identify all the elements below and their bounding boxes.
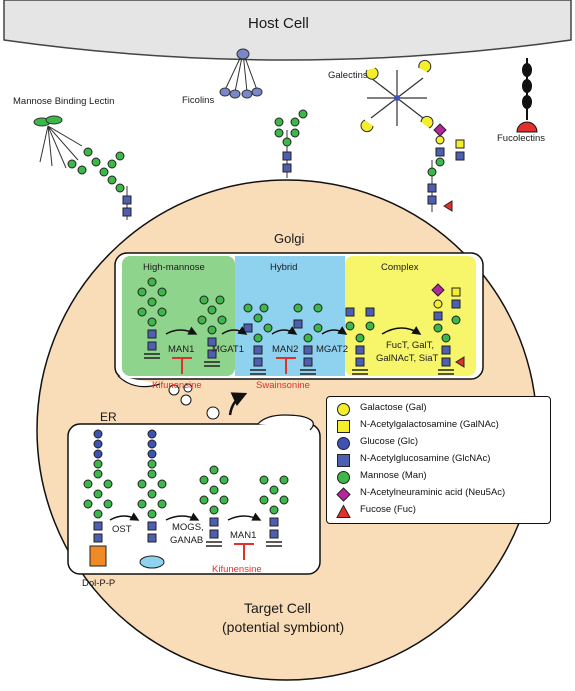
section-complex: Complex [381, 262, 419, 273]
legend-row-glucose: Glucose (Glc) [327, 435, 550, 452]
enzyme-mgat1: MGAT1 [212, 344, 245, 355]
legend-label: N-Acetylgalactosamine (GalNAc) [360, 419, 499, 430]
legend-label: Mannose (Man) [360, 470, 427, 481]
legend-row-glcnac: N-Acetylglucosamine (GlcNAc) [327, 452, 550, 469]
vesicle [168, 384, 180, 396]
er-arrows [109, 512, 262, 521]
ficolins-label: Ficolins [182, 95, 215, 106]
target-cell-line2: (potential symbiont) [222, 619, 345, 635]
hybrid-region [235, 256, 345, 376]
er-title: ER [100, 410, 117, 424]
surface-glycan-mannose [67, 147, 132, 220]
magenta-diamond-icon [336, 487, 351, 502]
legend-row-galactose: Galactose (Gal) [327, 401, 550, 418]
vesicle [183, 383, 193, 393]
lipid-dol-p-p: Dol-P-P [82, 578, 116, 589]
galectins-label: Galectins [328, 70, 368, 81]
fucolectins-label: Fucolectins [497, 133, 546, 144]
mbl-label: Mannose Binding Lectin [13, 96, 115, 107]
golgi-title: Golgi [274, 231, 305, 246]
legend-label: N-Acetylneuraminic acid (Neu5Ac) [360, 487, 506, 498]
golgi-glycans [137, 277, 465, 375]
galectin-icon [360, 59, 434, 133]
enzyme-mgat2: MGAT2 [316, 344, 349, 355]
yellow-circle-icon [337, 403, 350, 416]
golgi-bulge [117, 375, 161, 388]
enzyme-man2: MAN2 [272, 344, 299, 355]
host-cell-membrane [3, 0, 572, 61]
enzyme-mogs: MOGS, [172, 522, 204, 533]
red-triangle-icon [336, 504, 351, 518]
legend-label: N-Acetylglucosamine (GlcNAc) [360, 453, 491, 464]
enzyme-man1-er: MAN1 [230, 530, 257, 541]
legend: Galactose (Gal) N-Acetylgalactosamine (G… [326, 396, 551, 524]
enzyme-ganab: GANAB [170, 535, 204, 546]
vesicle [206, 406, 220, 420]
ficolin-icon [219, 48, 263, 99]
fucolectin-icon [516, 58, 538, 133]
green-circle-icon [337, 471, 350, 484]
legend-row-neu5ac: N-Acetylneuraminic acid (Neu5Ac) [327, 486, 550, 503]
surface-glycan-center [274, 109, 308, 178]
target-cell-line1: Target Cell [244, 600, 311, 616]
surface-glycan-complex [427, 123, 465, 212]
er-glycans [83, 429, 289, 569]
inhibitor-swainsonine: Swainsonine [256, 380, 310, 391]
section-hybrid: Hybrid [270, 262, 298, 273]
golgi-inhibitor-bars [172, 357, 296, 374]
blue-circle-icon [337, 437, 350, 450]
inhibitor-kifunensine-er: Kifunensine [212, 564, 262, 575]
vesicle [180, 394, 192, 406]
enzyme-ost: OST [112, 524, 132, 535]
legend-row-mannose: Mannose (Man) [327, 469, 550, 486]
section-high-mannose: High-mannose [143, 262, 205, 273]
yellow-square-icon [337, 420, 350, 433]
blue-square-icon [337, 454, 350, 467]
golgi-arrows [165, 326, 422, 335]
legend-label: Fucose (Fuc) [360, 504, 416, 515]
complex-enzymes-line1: FucT, GalT, [386, 340, 435, 351]
complex-enzymes-line2: GalNAcT, SiaT [376, 353, 439, 364]
inhibitor-kifunensine-golgi: Kifunensine [152, 380, 202, 391]
er-inhibitor-bar [234, 543, 254, 560]
er-bulge [257, 414, 314, 431]
mbl-icon [33, 115, 83, 169]
er-box [67, 423, 321, 575]
legend-label: Galactose (Gal) [360, 402, 427, 413]
legend-row-galnac: N-Acetylgalactosamine (GalNAc) [327, 418, 550, 435]
er-to-golgi-arrow [228, 392, 248, 416]
legend-label: Glucose (Glc) [360, 436, 419, 447]
host-cell-title: Host Cell [248, 15, 309, 32]
enzyme-man1-golgi: MAN1 [168, 344, 195, 355]
legend-row-fucose: Fucose (Fuc) [327, 503, 550, 520]
